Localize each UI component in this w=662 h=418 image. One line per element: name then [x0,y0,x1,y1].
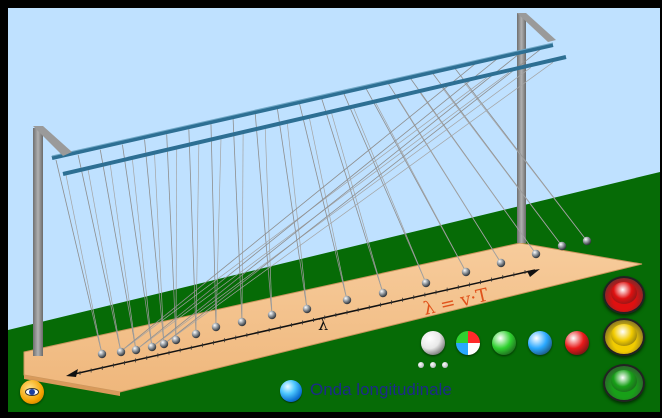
pendulum-ball[interactable] [191,329,201,339]
pendulum-ball[interactable] [302,304,312,314]
pendulum-ball[interactable] [421,278,431,288]
rail-back [62,55,567,176]
pendulum-string [77,154,122,353]
pendulum-string [397,97,502,264]
pendulum-ball[interactable] [496,258,506,268]
pendulum-string [65,174,103,355]
pendulum-string [55,159,103,355]
pendulum-ball[interactable] [131,345,141,355]
pendulum-string [175,149,178,341]
pendulum-ball[interactable] [531,249,541,259]
pendulum-ball[interactable] [116,347,126,357]
back-post-arm [517,13,556,42]
red-button[interactable] [603,276,645,314]
pendulum-string [151,52,522,348]
pendulum-ball[interactable] [159,339,169,349]
blue-ball-button[interactable] [528,331,552,355]
pendulum-string [375,103,467,273]
pendulum-ball[interactable] [237,317,247,327]
axis-arrow-left [66,369,78,377]
pendulum-string [144,139,165,345]
pendulum-string [163,62,554,345]
pendulum-string [132,159,153,348]
yellow-button[interactable] [603,318,645,356]
pendulum-string [442,87,563,247]
pendulum-string [464,82,588,242]
pendulum-string [299,103,348,301]
pendulum-string [287,123,308,310]
pendulum-string [309,118,348,301]
green-ball-button[interactable] [492,331,516,355]
pendulum-string [419,92,537,255]
red-button-cap [611,282,637,304]
pendulum-string [254,113,273,316]
wavelength-symbol: λ [318,315,328,334]
pendulum-string [122,144,153,348]
pendulum-string [99,149,137,351]
green-button-cap [611,370,637,392]
pendulum-string [276,108,308,310]
pendulum-string [353,108,427,284]
pendulum-string [154,154,165,345]
pendulum-string [321,98,384,294]
pendulum-string [109,164,137,351]
pendulum-string [87,169,122,353]
pendulum-ball[interactable] [378,288,388,298]
pendulum-ball[interactable] [97,349,107,359]
pendulum-string [151,67,532,348]
pendulum-ball[interactable] [171,335,181,345]
eye-pupil [29,389,35,395]
pendulum-string [210,124,217,328]
white-ball-button[interactable] [421,331,445,355]
rail-highlight [51,42,554,157]
front-post [33,128,43,356]
pendulum-ball[interactable] [582,236,592,246]
board-edge [24,375,120,396]
wave-mode-label[interactable]: Onda longitudinale [310,380,452,399]
pendulum-string [119,62,477,353]
pendulum-string [343,93,427,284]
multicolor-ball-button[interactable] [456,331,480,355]
pendulum-string [195,144,200,335]
back-post [517,13,526,243]
pendulum-ball[interactable] [461,267,471,277]
view-toggle-button[interactable] [20,380,44,404]
pendulum-string [163,46,544,345]
pendulum-string [188,129,197,335]
pendulum-balls [97,236,592,359]
rail-front [51,43,554,160]
axis-arrow-right [527,269,540,277]
pendulum-string [166,134,177,341]
green-button[interactable] [603,364,645,402]
front-post-arm [33,126,72,156]
pendulum-ball[interactable] [147,342,157,352]
blue-ball-icon [280,380,302,402]
small-balls-indicator [418,360,452,370]
pendulum-ball[interactable] [557,241,567,251]
pendulum-string [331,113,384,294]
pendulum-string [241,134,244,323]
pendulum-strings [55,46,588,355]
pendulum-ball[interactable] [267,310,277,320]
yellow-button-cap [611,324,637,346]
red-ball-button[interactable] [565,331,589,355]
pendulum-string [264,128,273,316]
pendulum-ball[interactable] [211,322,221,332]
axis-ticks [79,270,526,375]
pendulum-ball[interactable] [342,295,352,305]
pendulum-string [135,57,500,351]
